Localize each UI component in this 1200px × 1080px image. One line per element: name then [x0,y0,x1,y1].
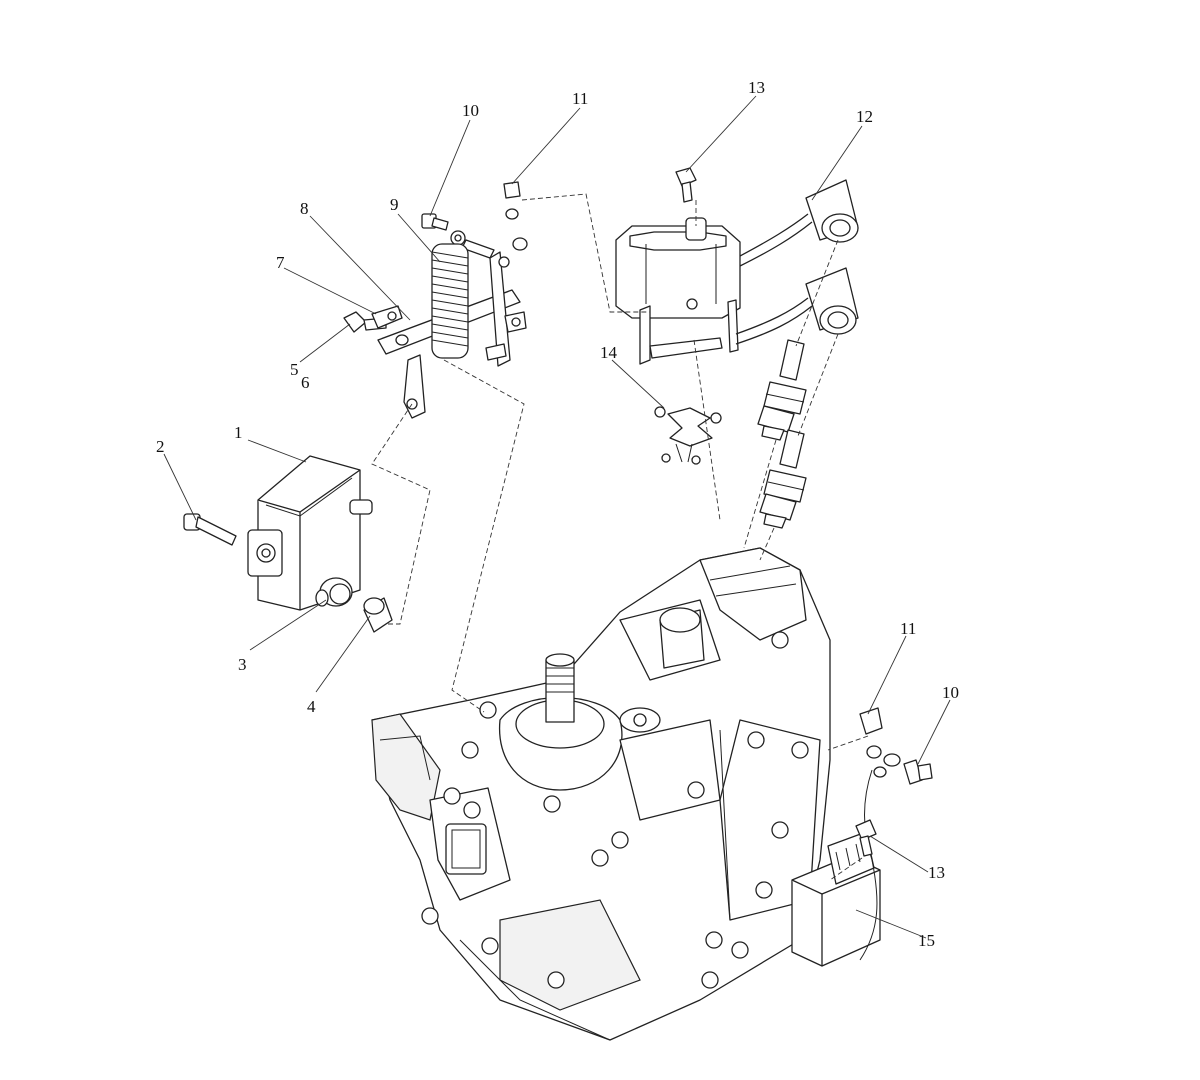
coil-screw-13-upper [675,167,697,203]
callout-7: 7 [276,253,285,272]
callout-13-lower: 13 [928,863,945,882]
link-clip-7 [371,305,403,329]
wire-clamp-14 [654,406,722,465]
callout-10-upper: 10 [462,101,479,120]
callout-6: 6 [301,373,310,392]
engine-bolts [421,631,809,989]
leader-lines [163,95,951,939]
ignition-module [247,455,373,611]
callout-10-lower: 10 [942,683,959,702]
callout-4: 4 [307,697,316,716]
return-spring [431,243,469,359]
callout-11-upper: 11 [572,89,588,108]
mounting-bolt [183,513,237,546]
spark-plug-lower [759,429,807,529]
callout-14: 14 [600,343,618,362]
clip-11-upper [503,181,528,251]
engine-block [371,547,831,1041]
callout-8: 8 [300,199,309,218]
callout-labels: 1 2 3 4 5 6 7 8 9 10 11 13 12 14 11 10 1… [156,78,959,950]
callout-12: 12 [856,107,873,126]
callout-5: 5 [290,360,299,379]
callout-15: 15 [918,931,935,950]
high-tension-lead-lower [735,267,859,345]
spark-plug-upper [757,339,807,441]
rubber-grommet [315,577,353,607]
high-tension-lead-upper [739,179,859,267]
rectifier-regulator [791,831,881,967]
collar-sleeve [363,597,393,633]
screw-10-upper [421,213,449,231]
callout-9: 9 [390,195,399,214]
callout-3: 3 [238,655,247,674]
callout-2: 2 [156,437,165,456]
callout-13-upper: 13 [748,78,765,97]
ground-lead [859,707,933,961]
ignition-coil [615,217,741,365]
callout-1: 1 [234,423,243,442]
callout-11-lower: 11 [900,619,916,638]
assembly-lines [371,193,869,881]
screw-13-lower [855,819,877,857]
washer-6 [395,334,409,346]
